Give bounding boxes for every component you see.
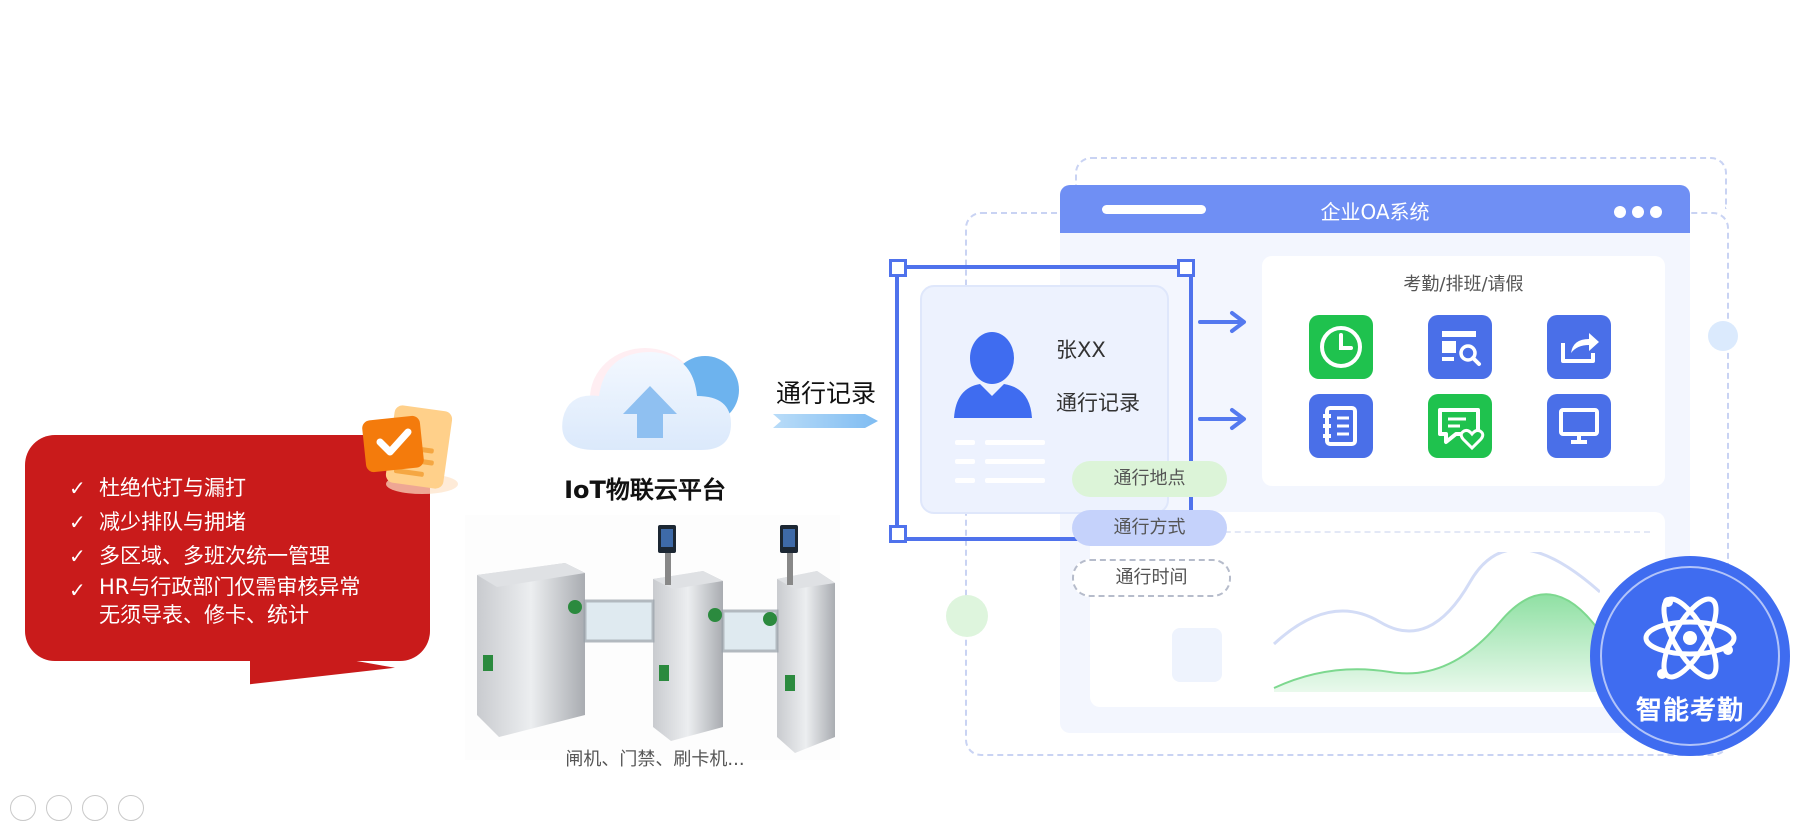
- window-title: 企业OA系统: [1320, 200, 1430, 224]
- badge-ring: [1600, 566, 1780, 746]
- selection-handle: [889, 259, 907, 277]
- benefit-item: ✓ 减少排队与拥堵: [69, 505, 430, 539]
- selection-frame: [895, 265, 1193, 541]
- titlebar-bar: [1102, 205, 1206, 214]
- person-name: 张XX: [1056, 338, 1106, 362]
- tag-time: 通行时间: [1072, 559, 1231, 597]
- decor-dot: [1708, 321, 1738, 351]
- toolbar-icon[interactable]: [10, 795, 36, 821]
- info-lines: [955, 440, 1045, 483]
- cloud-upload-icon: [562, 348, 739, 450]
- arrow-right-icon: [1198, 311, 1246, 333]
- flow-arrow-icon: [773, 414, 878, 428]
- check-icon: ✓: [69, 578, 86, 602]
- dashed-frame-top: [1075, 157, 1727, 209]
- benefit-item: ✓ 杜绝代打与漏打: [69, 471, 430, 505]
- more-dots-icon[interactable]: [1608, 203, 1662, 222]
- chat-heart-icon[interactable]: [1428, 394, 1492, 458]
- selection-handle: [1177, 259, 1195, 277]
- badge-label: 智能考勤: [1635, 696, 1744, 726]
- window-titlebar: 企业OA系统: [1060, 185, 1690, 233]
- benefit-item: ✓ 多区域、多班次统一管理: [69, 539, 430, 573]
- form-search-icon[interactable]: [1428, 315, 1492, 379]
- tag-location: 通行地点: [1072, 461, 1227, 497]
- bottom-toolbar: [0, 795, 144, 825]
- tag-method: 通行方式: [1072, 510, 1227, 546]
- notebook-icon[interactable]: [1309, 394, 1373, 458]
- toolbar-icon[interactable]: [82, 795, 108, 821]
- atom-icon: [1643, 596, 1737, 680]
- benefits-callout: ✓ 杜绝代打与漏打 ✓ 减少排队与拥堵 ✓ 多区域、多班次统一管理 ✓ HR与行…: [25, 435, 430, 661]
- record-text: 通行记录: [1056, 391, 1140, 415]
- benefit-item: ✓ HR与行政部门仅需审核异常 无须导表、修卡、统计: [69, 575, 361, 627]
- chart-divider: [1105, 531, 1650, 533]
- share-icon[interactable]: [1547, 315, 1611, 379]
- placeholder-square: [1172, 628, 1222, 682]
- trend-chart-graphic: [1272, 552, 1600, 692]
- decor-dot: [946, 595, 988, 637]
- monitor-icon[interactable]: [1547, 394, 1611, 458]
- user-avatar-icon: [954, 332, 1032, 418]
- arrow-right-icon: [1198, 408, 1246, 430]
- apps-panel-title: 考勤/排班/请假: [1403, 274, 1524, 295]
- toolbar-icon[interactable]: [118, 795, 144, 821]
- check-icon: ✓: [69, 476, 86, 500]
- check-icon: ✓: [69, 544, 86, 568]
- toolbar-icon[interactable]: [46, 795, 72, 821]
- devices-caption: 闸机、门禁、刷卡机...: [565, 749, 745, 770]
- flow-label: 通行记录: [776, 379, 877, 408]
- clock-icon[interactable]: [1309, 315, 1373, 379]
- checklist-document-icon: [362, 405, 458, 494]
- check-icon: ✓: [69, 510, 86, 534]
- iot-platform-label: IoT物联云平台: [564, 476, 726, 504]
- selection-handle: [889, 525, 907, 543]
- turnstile-gates-image: [465, 515, 840, 760]
